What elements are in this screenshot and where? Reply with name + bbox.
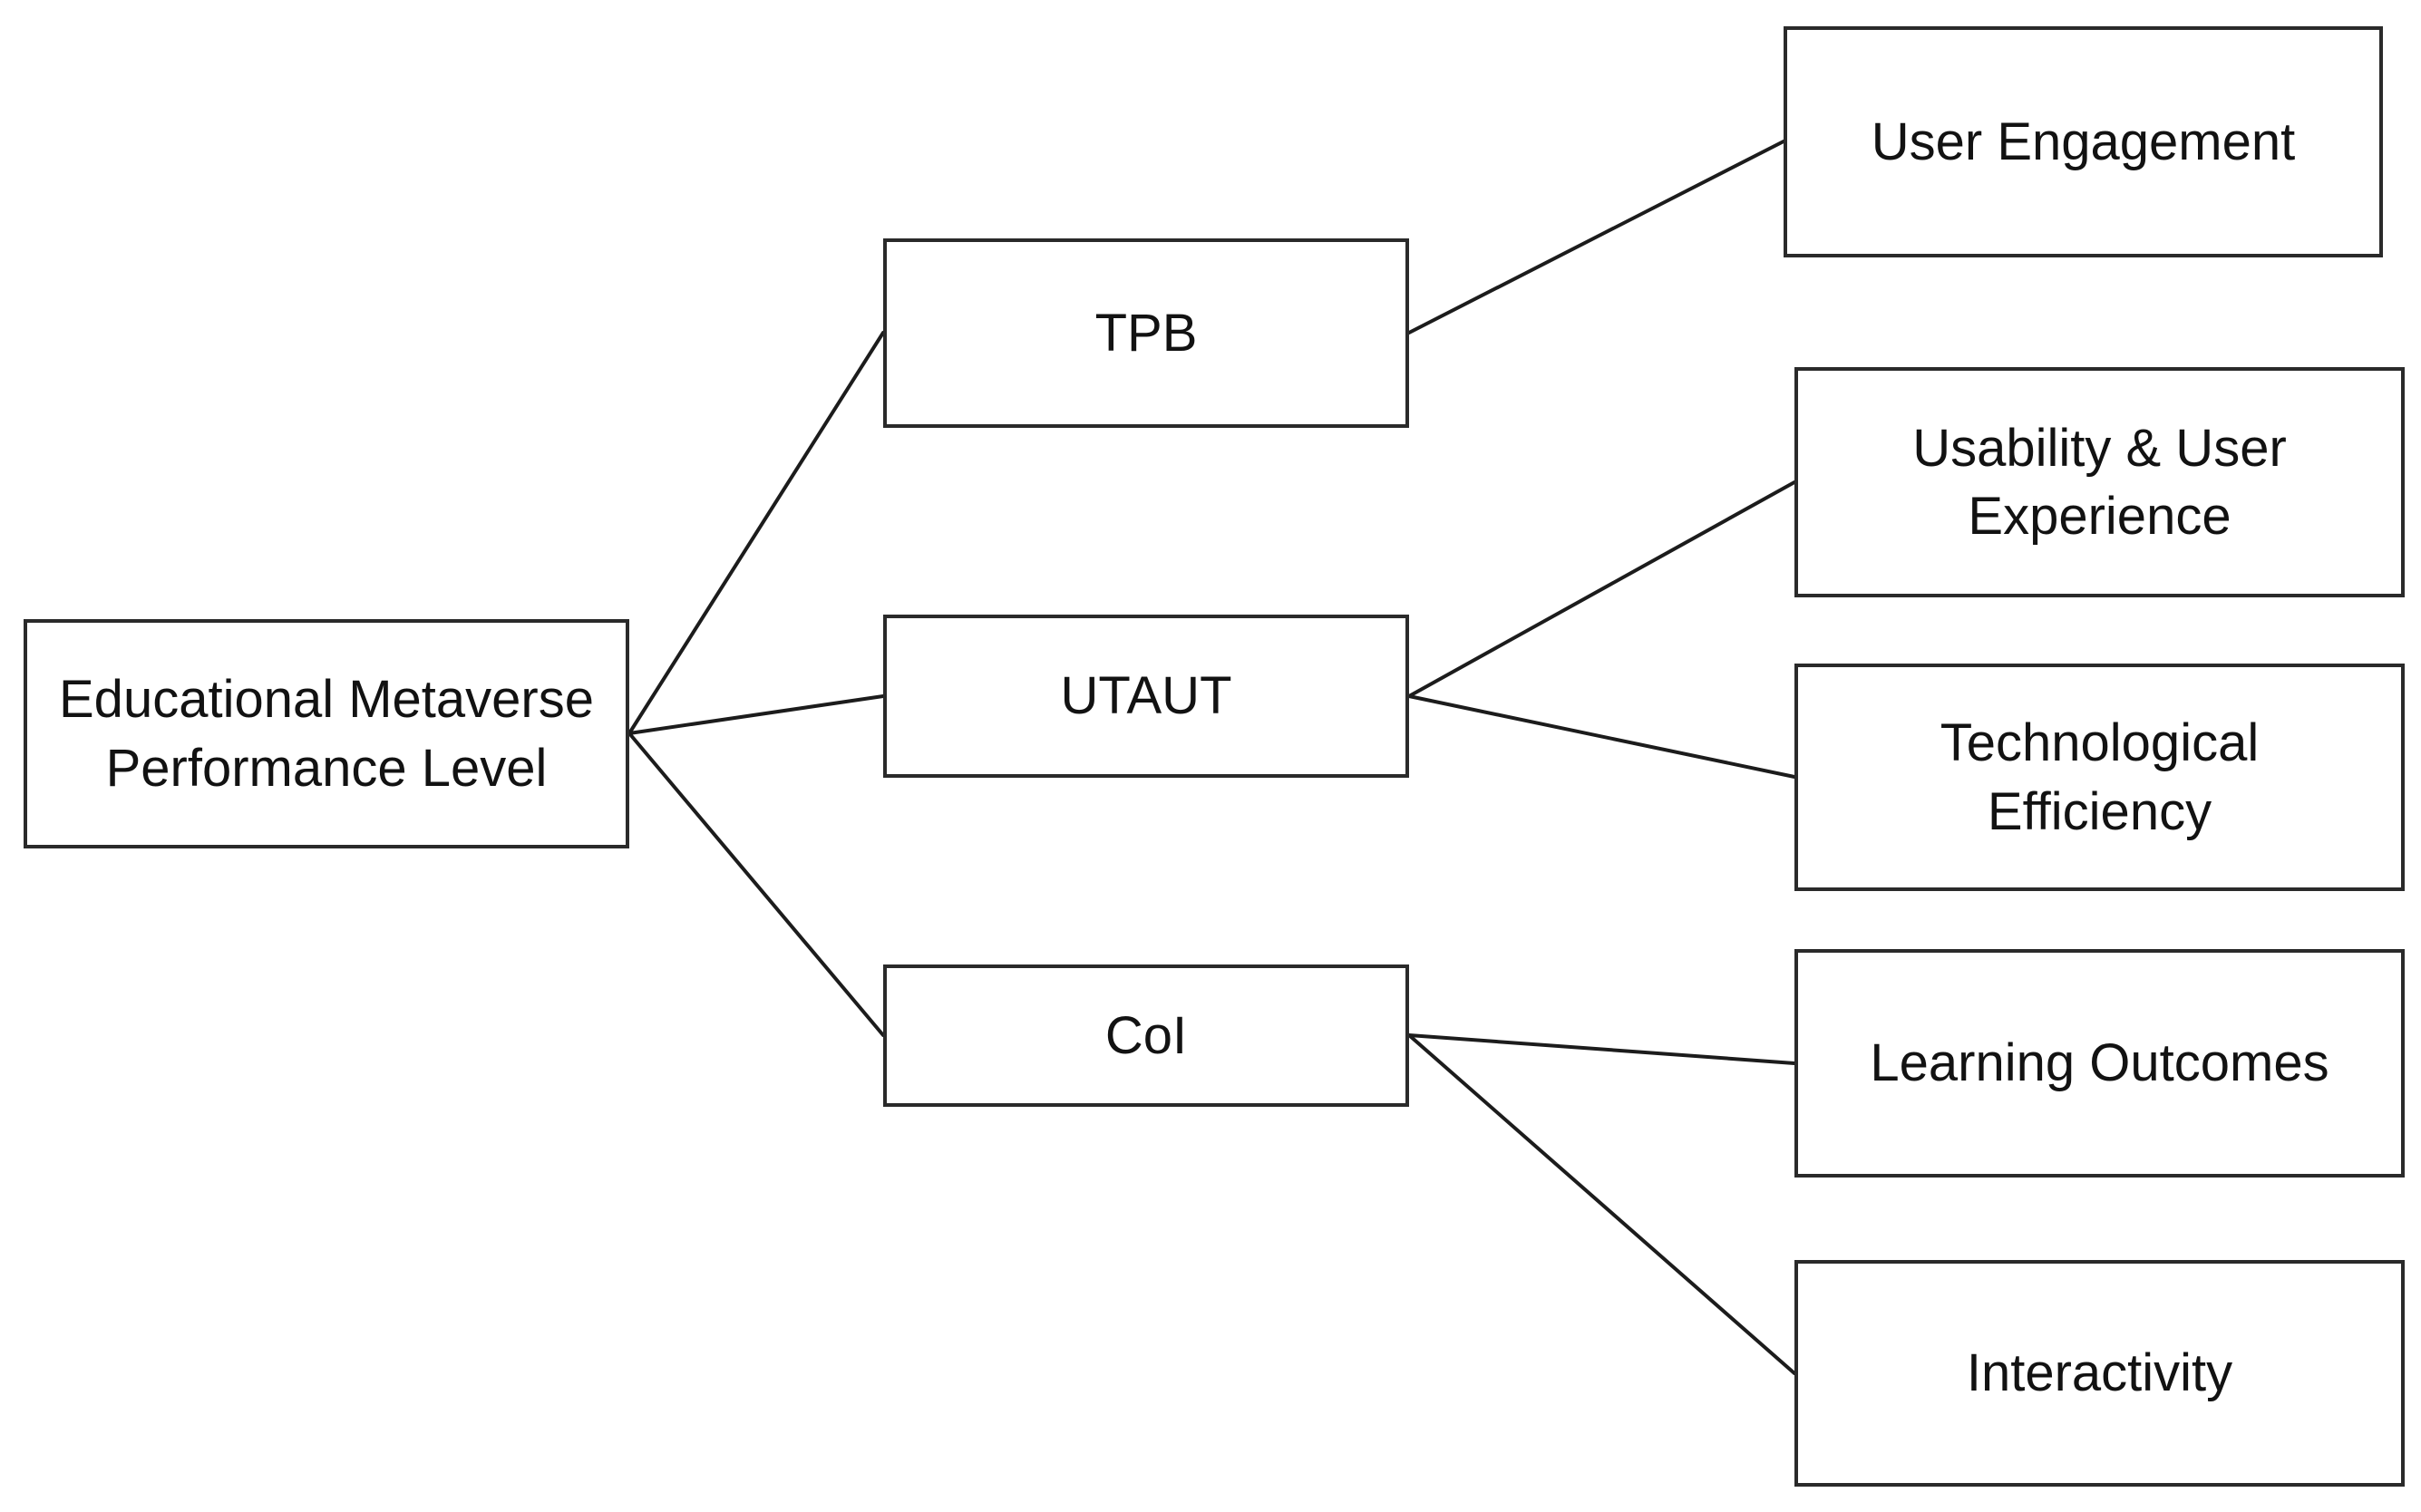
node-technological-efficiency: Technological Efficiency (1794, 664, 2405, 891)
node-label: Educational Metaverse Performance Level (59, 670, 594, 798)
edge-root-coi (627, 732, 885, 1037)
edge-coi-learning-outcomes (1407, 1033, 1796, 1065)
edge-root-utaut (627, 694, 885, 735)
node-educational-metaverse-performance-level: Educational Metaverse Performance Level (24, 619, 629, 848)
node-label: User Engagement (1871, 111, 2296, 171)
node-user-engagement: User Engagement (1784, 26, 2383, 257)
edge-utaut-tech-efficiency (1407, 694, 1796, 779)
edge-root-tpb (627, 331, 885, 735)
node-label: CoI (1104, 1005, 1188, 1065)
node-label: UTAUT (1060, 666, 1232, 726)
node-label: Interactivity (1966, 1343, 2233, 1403)
node-tpb: TPB (883, 238, 1409, 428)
node-learning-outcomes: Learning Outcomes (1794, 949, 2405, 1178)
node-usability-user-experience: Usability & User Experience (1794, 367, 2405, 597)
edge-tpb-user-engagement (1407, 140, 1785, 334)
node-interactivity: Interactivity (1794, 1260, 2405, 1487)
node-label: TPB (1094, 303, 1198, 363)
node-label: Technological Efficiency (1940, 713, 2260, 841)
node-utaut: UTAUT (883, 615, 1409, 778)
edge-utaut-usability-ux (1407, 480, 1796, 698)
node-label: Learning Outcomes (1870, 1033, 2329, 1093)
node-coi: CoI (883, 964, 1409, 1107)
edge-coi-interactivity (1407, 1033, 1796, 1375)
node-label: Usability & User Experience (1912, 418, 2287, 546)
